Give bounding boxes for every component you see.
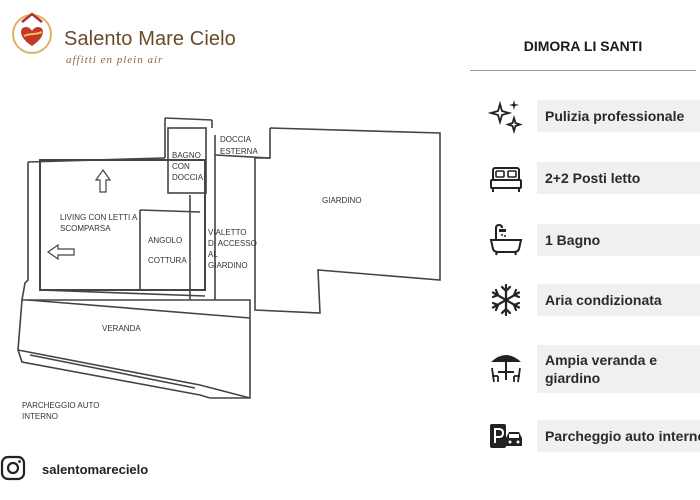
heart-house-logo-icon [12, 12, 52, 54]
label-parcheggio-2: INTERNO [22, 412, 58, 421]
feature-parcheggio: Parcheggio auto interno [480, 418, 700, 454]
label-living-2: SCOMPARSA [60, 224, 111, 233]
feature-pulizia: Pulizia professionale [480, 98, 700, 134]
label-vialetto-1: VIALETTO [208, 228, 247, 237]
feature-veranda-label-line1: Ampia veranda e [545, 352, 658, 368]
brand-tagline: affitti en plein air [66, 54, 164, 66]
label-vialetto-2: DI ACCESSO [208, 239, 257, 248]
label-living-1: LIVING CON LETTI A [60, 213, 138, 222]
floor-plan: DOCCIA ESTERNA BAGNO CON DOCCIA GIARDINO… [17, 117, 441, 421]
bathtub-icon [489, 223, 523, 256]
divider [470, 70, 696, 71]
property-title: DIMORA LI SANTI [523, 38, 643, 54]
umbrella-table-icon [491, 355, 521, 383]
label-doccia-esterna-2: ESTERNA [220, 147, 258, 156]
label-parcheggio-1: PARCHEGGIO AUTO [22, 401, 100, 410]
logo: Salento Mare Cielo affitti en plein air [8, 10, 236, 66]
feature-aria-condizionata: Aria condizionata [480, 282, 700, 318]
feature-pulizia-label: Pulizia professionale [537, 100, 700, 132]
label-vialetto-3: AL [208, 250, 218, 259]
label-veranda: VERANDA [102, 324, 141, 333]
snowflake-icon [491, 283, 521, 317]
sparkles-icon [488, 100, 523, 134]
parking-car-icon [490, 424, 522, 448]
label-angolo-1: ANGOLO [148, 236, 182, 245]
label-bagno-3: DOCCIA [172, 173, 204, 182]
instagram-icon[interactable] [0, 455, 26, 481]
instagram-handle[interactable]: salentomarecielo [42, 462, 149, 477]
label-giardino: GIARDINO [322, 196, 362, 205]
label-angolo-2: COTTURA [148, 256, 187, 265]
feature-posti-letto: 2+2 Posti letto [480, 160, 700, 196]
feature-aria-label: Aria condizionata [537, 284, 700, 316]
feature-bagno: 1 Bagno [480, 222, 700, 258]
label-vialetto-4: GIARDINO [208, 261, 248, 270]
feature-veranda: Ampia veranda e giardino [480, 345, 700, 395]
feature-posti-letto-label: 2+2 Posti letto [537, 162, 700, 194]
brand-name: Salento Mare Cielo [64, 28, 236, 50]
feature-veranda-label: Ampia veranda e giardino [537, 345, 700, 393]
feature-parcheggio-label: Parcheggio auto interno [537, 420, 700, 452]
feature-veranda-label-line2: giardino [545, 370, 601, 386]
label-doccia-esterna-1: DOCCIA [220, 135, 252, 144]
bed-icon [490, 167, 522, 192]
label-bagno-1: BAGNO [172, 151, 201, 160]
label-bagno-2: CON [172, 162, 190, 171]
feature-bagno-label: 1 Bagno [537, 224, 700, 256]
